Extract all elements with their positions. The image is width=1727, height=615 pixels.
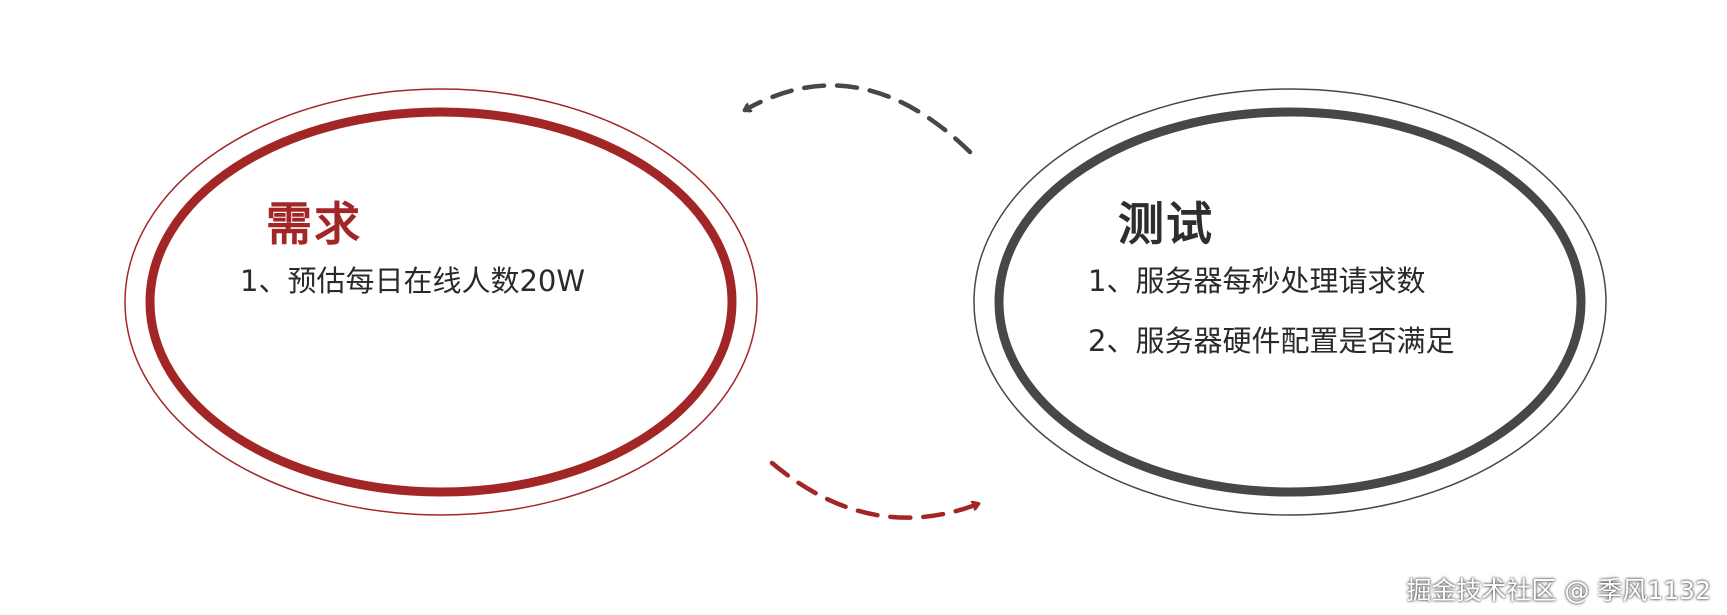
testing-item-2: 2、服务器硬件配置是否满足 — [1088, 324, 1455, 358]
testing-item-1: 1、服务器每秒处理请求数 — [1088, 264, 1426, 298]
forward-arrow — [769, 460, 978, 520]
feedback-arrow — [745, 83, 973, 155]
testing-title: 测试 — [1118, 197, 1214, 251]
testing-ellipse — [973, 88, 1607, 516]
requirement-item-1: 1、预估每日在线人数20W — [240, 264, 586, 298]
requirement-title: 需求 — [266, 197, 362, 251]
watermark: 掘金技术社区 @ 季风1132 — [1406, 576, 1711, 605]
requirement-ellipse — [124, 88, 758, 516]
